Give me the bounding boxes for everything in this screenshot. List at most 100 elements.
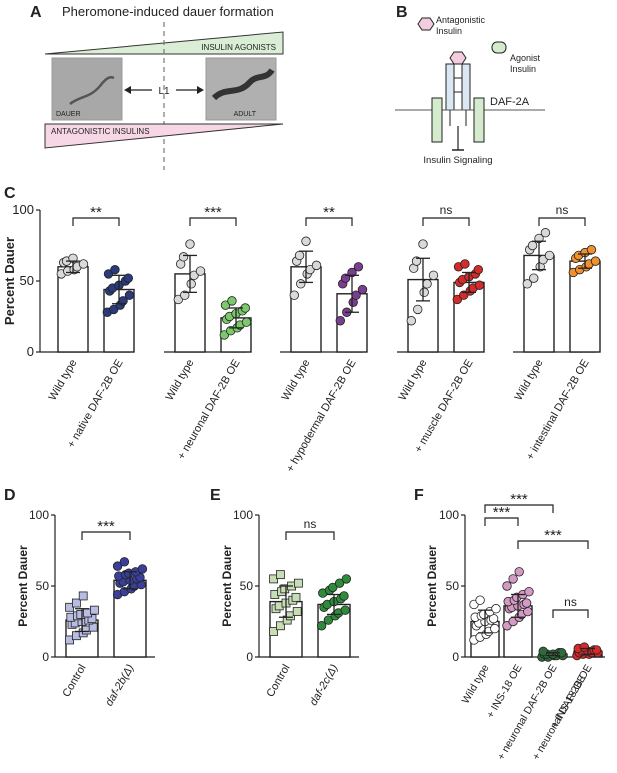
bar-3-1-point: [473, 264, 484, 275]
f-bar-2-point: [538, 646, 548, 657]
f-bar-0-point: [490, 623, 500, 634]
y-tick-label: 50: [240, 579, 254, 593]
bar-4-0-bar: [523, 254, 555, 353]
e-bar-0-point: [269, 627, 279, 636]
receptor-ectodomain-right: [461, 63, 471, 111]
y-tick-label: 0: [42, 650, 49, 664]
bar-3-0-point: [422, 279, 432, 289]
y-tick-label: 100: [439, 508, 459, 522]
f-sig-2-label: ***: [544, 527, 562, 544]
x-tick-label: Wild type: [164, 358, 197, 403]
f-sig-1-line: [484, 504, 554, 513]
y-tick-label: 100: [29, 508, 49, 522]
bar-1-0-point: [180, 290, 190, 300]
bar-2-1-point: [335, 316, 346, 326]
bar-1-0-point: [185, 239, 195, 249]
e-bar-1-point: [339, 591, 349, 601]
y-tick-label: 100: [12, 202, 34, 217]
panel-a-letter: A: [30, 4, 42, 21]
agonist-insulin-icon: [491, 41, 507, 54]
bar-3-0-point: [428, 270, 439, 281]
x-tick-label: Wild type: [460, 662, 492, 706]
f-bar-3-point: [579, 642, 590, 652]
adult-label: ADULT: [234, 111, 257, 118]
bar-0-0-bar: [57, 266, 89, 353]
receptor-kinase-right: [473, 97, 485, 143]
bar-1-0-point: [178, 252, 189, 262]
sig-c-1-label: ***: [204, 204, 222, 221]
bar-3-0-point: [419, 287, 429, 298]
d-bar-0-point: [90, 605, 99, 615]
d-sig-line: [81, 531, 131, 540]
bar-0-1-point: [103, 269, 114, 279]
sig-c-2-label: **: [323, 204, 335, 221]
dauer-image: [51, 57, 123, 121]
sig-c-1-line: [189, 217, 237, 226]
f-bar-1-point: [524, 586, 534, 597]
bar-4-1-point: [586, 245, 597, 255]
e-bar-1-point: [340, 605, 350, 615]
d-sig-label: ***: [97, 518, 115, 535]
d-bar-0-point: [87, 614, 97, 624]
bar-4-0-point: [540, 228, 551, 238]
f-bar-0-point: [491, 604, 501, 614]
bar-1-0-point: [186, 279, 196, 289]
f-bar-1-point: [514, 567, 524, 577]
bar-2-0-point: [289, 290, 300, 300]
f-sig-0-label: ***: [493, 504, 511, 521]
d-bar-1-point: [119, 557, 130, 567]
adult-worm: [211, 68, 275, 101]
panel-f-letter: F: [414, 487, 424, 504]
sig-c-4-line: [538, 217, 586, 226]
e-bar-0-point: [275, 621, 285, 631]
sig-c-0-line: [72, 217, 120, 226]
bar-4-0-point: [529, 273, 539, 283]
bar-3-1-point: [459, 290, 469, 300]
sig-c-3-label: ns: [440, 203, 453, 217]
panel-c-letter: C: [4, 185, 16, 202]
bar-0-1-point: [123, 273, 134, 283]
bar-3-1-point: [460, 259, 470, 269]
bar-2-0-point: [294, 250, 305, 261]
d-bar-0-point: [78, 591, 88, 601]
bar-3-0-point: [406, 316, 417, 326]
antagonistic-insulins-gradient: [44, 123, 284, 149]
x-tick-label: Wild type: [397, 358, 430, 403]
f-sig-1-label: ***: [510, 491, 528, 508]
y-tick-label: 50: [36, 579, 50, 593]
bar-2-1-point: [357, 284, 368, 295]
f-bar-3-point: [591, 645, 602, 655]
bar-0-1-point: [110, 264, 120, 275]
panel-e-letter: E: [210, 487, 221, 504]
insulin-agonists-label: INSULIN AGONISTS: [201, 43, 276, 52]
y-axis-label: Percent Dauer: [16, 545, 30, 627]
antagonistic-insulin-icon: [417, 17, 435, 31]
bar-0-1-point: [124, 290, 135, 300]
receptor-kinase-left: [431, 97, 443, 143]
insulin-signaling-label: Insulin Signaling: [423, 155, 492, 166]
f-sig-3-line: [552, 609, 589, 618]
sig-c-4-label: ns: [556, 203, 569, 217]
x-tick-label: Control: [60, 663, 88, 700]
d-bar-1-point: [112, 561, 123, 571]
e-bar-0-point: [293, 578, 303, 588]
e-bar-1-point: [328, 582, 338, 593]
panel-d-letter: D: [4, 487, 16, 504]
f-bar-1-point: [508, 574, 518, 584]
bar-4-1-point: [590, 256, 601, 266]
x-tick-label: Wild type: [47, 358, 80, 403]
bar-1-1-point: [219, 330, 230, 340]
y-tick-label: 0: [27, 344, 34, 359]
bar-3-0-point: [411, 256, 422, 266]
bar-1-1-point: [227, 296, 237, 306]
f-sig-0-line: [484, 517, 519, 526]
dauer-label: DAUER: [56, 111, 81, 118]
bar-4-0-point: [522, 279, 533, 289]
bar-4-0-point: [544, 250, 555, 261]
bar-2-0-point: [311, 260, 322, 271]
receptor-ectodomain-left: [445, 63, 455, 111]
y-axis-label: Percent Dauer: [220, 545, 234, 627]
arrow-right-head: [197, 86, 204, 94]
